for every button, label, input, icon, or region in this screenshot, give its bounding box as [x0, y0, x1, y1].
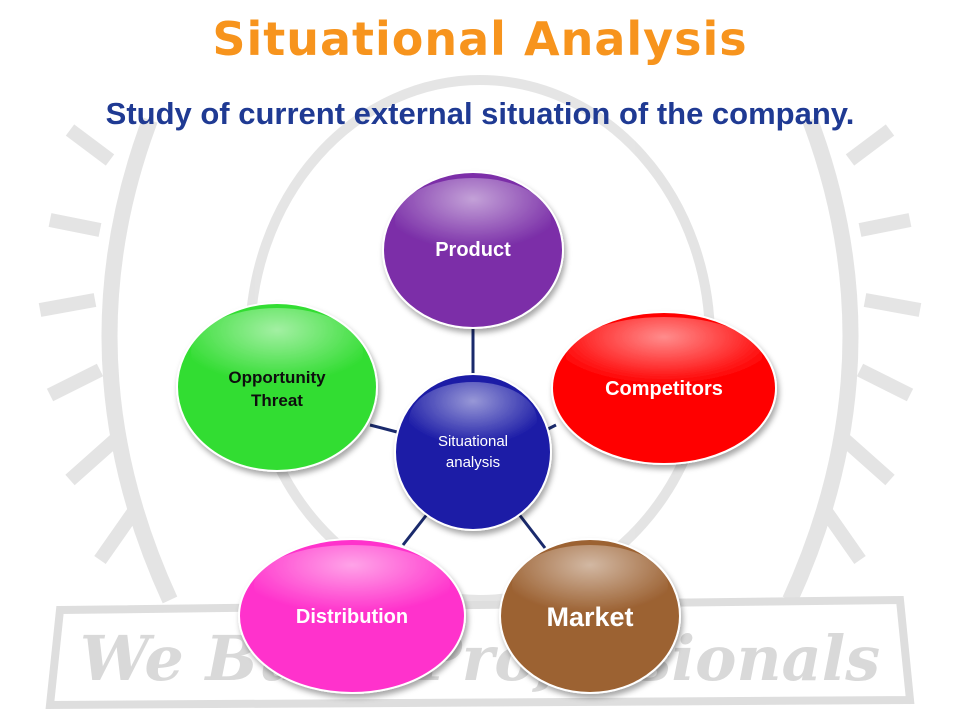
node-center-gloss [409, 382, 537, 458]
node-center-label-line2: analysis [446, 454, 500, 471]
watermark-text: We Build Professionals [80, 622, 880, 695]
node-opportunity-threat-label-line1: Opportunity [228, 368, 326, 387]
node-center[interactable]: Situational analysis [394, 373, 552, 531]
connector-distribution [401, 512, 430, 546]
connector-opportunity [369, 423, 398, 434]
node-market-gloss [512, 545, 668, 625]
node-product-label: Product [435, 239, 511, 261]
node-distribution-label: Distribution [296, 606, 408, 628]
node-opportunity-threat-label-line2: Threat [251, 391, 303, 410]
node-product[interactable]: Product [382, 171, 564, 329]
connector-market [516, 512, 547, 549]
node-distribution[interactable]: Distribution [238, 538, 466, 694]
node-competitors[interactable]: Competitors [551, 311, 777, 465]
node-distribution-gloss [254, 545, 450, 625]
node-opportunity-threat-gloss [191, 308, 363, 396]
slide-subtitle: Study of current external situation of t… [105, 96, 855, 131]
node-competitors-label: Competitors [605, 378, 723, 400]
node-center-label-line1: Situational [438, 433, 508, 450]
node-opportunity-threat[interactable]: Opportunity Threat [176, 302, 378, 472]
node-competitors-gloss [566, 317, 762, 397]
slide-title: Situational Analysis [212, 12, 748, 66]
node-product-gloss [395, 178, 551, 262]
node-market-label: Market [546, 602, 633, 632]
node-market[interactable]: Market [499, 538, 681, 694]
